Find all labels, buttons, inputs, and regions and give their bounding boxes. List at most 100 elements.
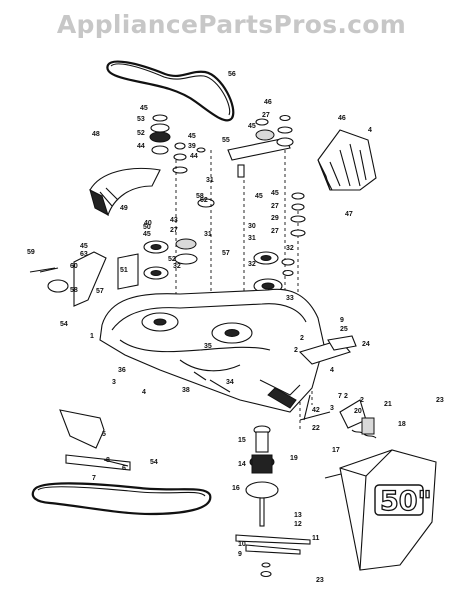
callout-58: 58 — [196, 193, 204, 200]
callout-17: 17 — [332, 447, 340, 454]
callout-7: 7 — [338, 393, 342, 400]
discharge-chute-right[interactable] — [317, 129, 377, 191]
mower-deck-housing[interactable] — [99, 288, 325, 413]
callout-29: 29 — [271, 215, 279, 222]
callout-2: 2 — [360, 397, 364, 404]
callout-36: 36 — [118, 367, 126, 374]
callout-32: 32 — [286, 245, 294, 252]
callout-46: 46 — [338, 115, 346, 122]
callout-31: 31 — [248, 235, 256, 242]
callout-57: 57 — [96, 288, 104, 295]
discharge-chute-left[interactable] — [89, 167, 161, 217]
callout-9: 9 — [340, 317, 344, 324]
callout-56: 56 — [228, 71, 236, 78]
deck-drive-belt-bottom[interactable] — [31, 482, 212, 516]
callout-27: 27 — [170, 227, 178, 234]
callout-62: 62 — [200, 197, 208, 204]
callout-23: 23 — [436, 397, 444, 404]
callout-3: 3 — [112, 379, 116, 386]
callout-45: 45 — [143, 231, 151, 238]
callout-34: 34 — [226, 379, 234, 386]
callout-45: 45 — [188, 133, 196, 140]
callout-13: 13 — [294, 512, 302, 519]
deck-drive-belt-top[interactable] — [106, 60, 235, 122]
callout-63: 63 — [80, 251, 88, 258]
callout-38: 38 — [182, 387, 190, 394]
deck-baffle-left[interactable] — [59, 409, 131, 471]
callout-2: 2 — [294, 347, 298, 354]
callout-45: 45 — [80, 243, 88, 250]
callout-53: 53 — [137, 116, 145, 123]
callout-43: 43 — [170, 217, 178, 224]
callout-14: 14 — [238, 461, 246, 468]
callout-27: 27 — [271, 228, 279, 235]
callout-23: 23 — [316, 577, 324, 584]
callout-54: 54 — [150, 459, 158, 466]
callout-11: 11 — [312, 535, 320, 542]
callout-54: 54 — [60, 321, 68, 328]
callout-4: 4 — [142, 389, 146, 396]
callout-49: 49 — [120, 205, 128, 212]
callout-22: 22 — [312, 425, 320, 432]
site-watermark: AppliancePartsPros.com — [56, 10, 407, 39]
callout-45: 45 — [271, 190, 279, 197]
deck-support-arm-right[interactable] — [298, 335, 357, 365]
callout-labels: 56 45 53 52 44 45 39 46 27 45 55 44 58 4… — [27, 71, 444, 584]
callout-47: 47 — [345, 211, 353, 218]
callout-35: 35 — [204, 343, 212, 350]
callout-31: 31 — [204, 231, 212, 238]
callout-39: 39 — [188, 143, 196, 150]
callout-48: 48 — [92, 131, 100, 138]
deck-size-badge: 50" — [380, 486, 432, 517]
callout-3: 3 — [330, 405, 334, 412]
callout-60: 60 — [70, 263, 78, 270]
spindle-pulley-stack-right[interactable] — [290, 192, 306, 237]
callout-27: 27 — [262, 112, 270, 119]
callout-2: 2 — [300, 335, 304, 342]
callout-57: 57 — [222, 250, 230, 257]
callout-45: 45 — [140, 105, 148, 112]
cutting-blade[interactable] — [235, 534, 311, 578]
callout-9: 9 — [238, 551, 242, 558]
spindle-housing-assembly[interactable] — [245, 425, 279, 527]
blade-pulleys[interactable] — [143, 238, 295, 294]
callout-59: 59 — [27, 249, 35, 256]
callout-25: 25 — [340, 326, 348, 333]
callout-27: 27 — [271, 203, 279, 210]
callout-20: 20 — [354, 408, 362, 415]
callout-32: 32 — [173, 263, 181, 270]
callout-12: 12 — [294, 521, 302, 528]
callout-52: 52 — [168, 256, 176, 263]
callout-15: 15 — [238, 437, 246, 444]
callout-16: 16 — [232, 485, 240, 492]
callout-4: 4 — [368, 127, 372, 134]
left-mount-brackets[interactable] — [29, 251, 139, 307]
callout-42: 42 — [312, 407, 320, 414]
callout-44: 44 — [137, 143, 145, 150]
callout-46: 46 — [264, 99, 272, 106]
callout-4: 4 — [330, 367, 334, 374]
callout-45: 45 — [248, 123, 256, 130]
callout-55: 55 — [222, 137, 230, 144]
callout-32: 32 — [248, 261, 256, 268]
callout-45: 45 — [255, 193, 263, 200]
callout-44: 44 — [190, 153, 198, 160]
callout-19: 19 — [290, 455, 298, 462]
callout-10: 10 — [238, 541, 246, 548]
callout-58: 58 — [70, 287, 78, 294]
callout-6: 6 — [122, 465, 126, 472]
deck-cover-50-inch[interactable]: 50" — [339, 449, 437, 571]
callout-33: 33 — [286, 295, 294, 302]
callout-21: 21 — [384, 401, 392, 408]
spindle-pulley-stack-center[interactable] — [149, 114, 215, 208]
callout-24: 24 — [362, 341, 370, 348]
callout-50: 50 — [143, 224, 151, 231]
callout-8: 8 — [106, 457, 110, 464]
callout-40: 40 — [144, 220, 152, 227]
callout-5: 5 — [102, 431, 106, 438]
callout-30: 30 — [248, 223, 256, 230]
idler-bracket-assembly[interactable] — [227, 114, 294, 178]
callout-31: 31 — [206, 177, 214, 184]
callout-7: 7 — [92, 475, 96, 482]
